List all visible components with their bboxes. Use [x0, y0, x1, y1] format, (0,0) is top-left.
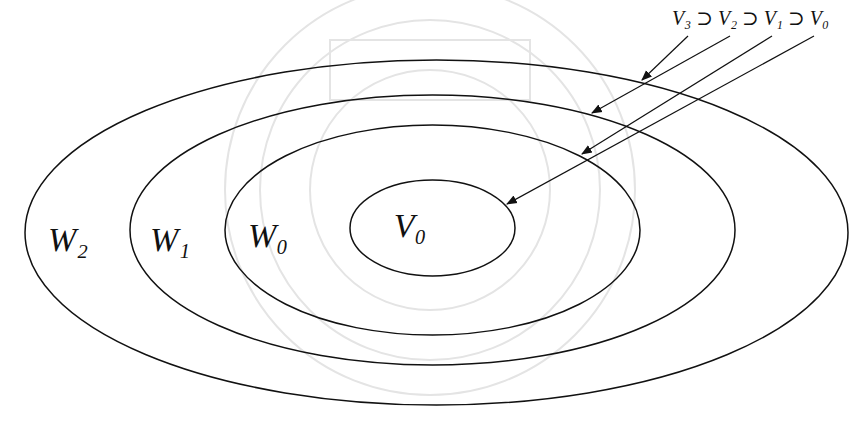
ellipse-outline [350, 180, 515, 276]
region-label: W₁ [150, 223, 190, 257]
inclusion-label: V₃ ⊃ V₂ ⊃ V₁ ⊃ V₀ [672, 6, 829, 30]
region-ellipse: W₁ W₀ V₀ [130, 95, 735, 365]
leader-line [507, 36, 814, 204]
leader-line [582, 36, 772, 154]
region-label: W₂ [48, 223, 88, 257]
region-ellipse: V₀ [350, 180, 515, 276]
watermark [225, 0, 635, 395]
leader-arrows [507, 36, 814, 204]
ellipse-outline [130, 95, 735, 365]
ellipse-outline [25, 60, 848, 405]
region-label: W₀ [248, 219, 288, 253]
leader-line [642, 36, 688, 80]
region-ellipse: W₂ W₁ W₀ V₀ [25, 60, 848, 405]
region-ellipse: W₀ V₀ [225, 125, 640, 335]
region-label: V₀ [394, 209, 427, 243]
